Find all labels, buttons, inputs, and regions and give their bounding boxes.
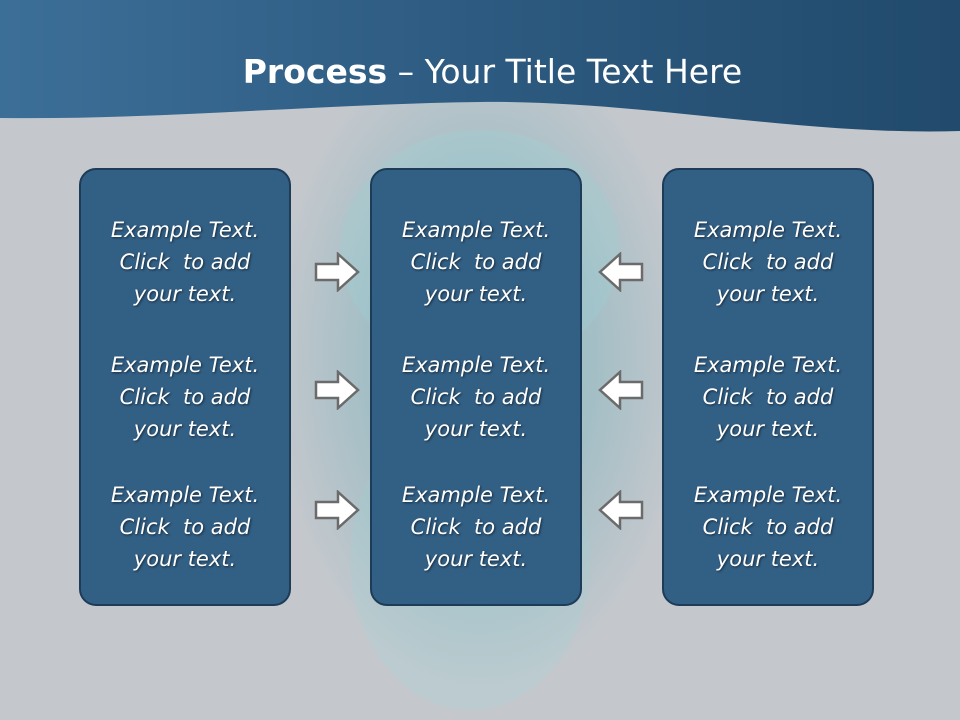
- arrow-left-icon: [598, 490, 644, 530]
- arrow-right-icon: [314, 252, 360, 292]
- page-title: Process – Your Title Text Here: [0, 52, 960, 91]
- arrow-right-icon: [314, 370, 360, 410]
- arrow-right-icon: [314, 490, 360, 530]
- arrow-left-icon: [598, 252, 644, 292]
- header-band: [0, 0, 960, 132]
- title-rest: – Your Title Text Here: [387, 52, 743, 91]
- title-bold: Process: [242, 52, 388, 91]
- arrow-left-icon: [598, 370, 644, 410]
